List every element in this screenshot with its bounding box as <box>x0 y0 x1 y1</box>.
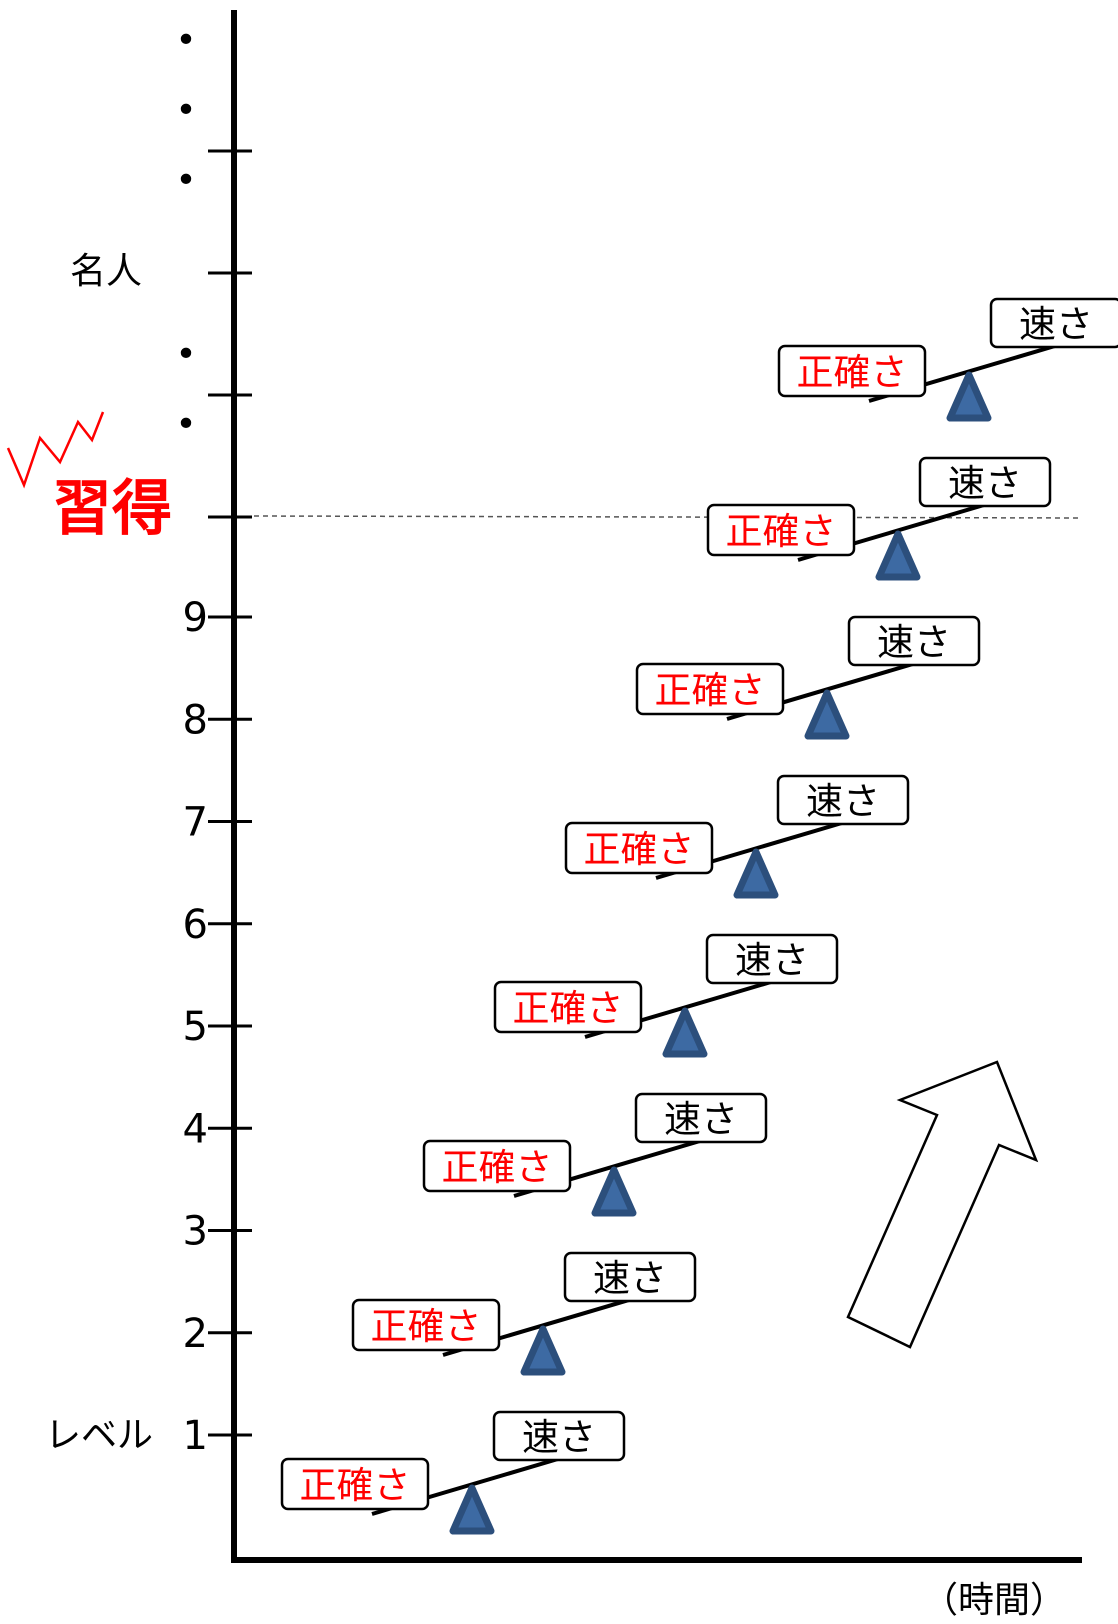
accuracy-box <box>706 503 856 557</box>
seesaw: 正確さ 速さ <box>706 456 1052 581</box>
y-tick-label: 4 <box>183 1106 208 1152</box>
expert-label: 名人 <box>70 251 142 292</box>
speed-label: 速さ <box>948 462 1022 505</box>
speed-box <box>776 774 910 826</box>
seesaw: 正確さ 速さ <box>635 615 981 740</box>
y-tick-label: 3 <box>183 1209 208 1255</box>
mastery-label: 習得 <box>52 474 172 544</box>
seesaw: 正確さ 速さ <box>777 297 1118 422</box>
triangle-fulcrum-icon <box>662 1007 708 1058</box>
y-tick-label: 1 <box>183 1413 208 1459</box>
y-tick-label: 9 <box>183 595 208 641</box>
speed-label: 速さ <box>664 1098 738 1141</box>
accuracy-box <box>564 821 714 875</box>
triangle-fulcrum-icon <box>946 371 992 422</box>
seesaw: 正確さ 速さ <box>280 1410 626 1535</box>
accuracy-label: 正確さ <box>300 1464 411 1507</box>
accuracy-box <box>280 1457 430 1511</box>
triangle-fulcrum-icon <box>449 1484 495 1535</box>
y-tick-label: 7 <box>183 800 208 846</box>
accuracy-box <box>422 1139 572 1193</box>
speed-label: 速さ <box>735 939 809 982</box>
accuracy-label: 正確さ <box>584 828 695 871</box>
up-right-arrow-icon <box>846 1060 1039 1349</box>
seesaw: 正確さ 速さ <box>493 933 839 1058</box>
accuracy-box <box>351 1298 501 1352</box>
speed-label: 速さ <box>877 621 951 664</box>
y-tick-label: 5 <box>183 1004 208 1050</box>
speed-box <box>563 1251 697 1303</box>
triangle-fulcrum-icon <box>733 848 779 899</box>
accuracy-label: 正確さ <box>797 351 908 394</box>
speed-box <box>918 456 1052 508</box>
speed-box <box>705 933 839 985</box>
speed-box <box>492 1410 626 1462</box>
ellipsis-dot: • <box>175 20 196 61</box>
y-tick-label: 2 <box>183 1311 208 1357</box>
accuracy-label: 正確さ <box>655 669 766 712</box>
y-tick-label: 8 <box>183 697 208 743</box>
speed-box <box>989 297 1118 349</box>
speed-label: 速さ <box>522 1416 596 1459</box>
accuracy-label: 正確さ <box>513 987 624 1030</box>
accuracy-box <box>777 344 927 398</box>
accuracy-box <box>493 980 643 1034</box>
triangle-fulcrum-icon <box>520 1325 566 1376</box>
speed-box <box>847 615 981 667</box>
triangle-fulcrum-icon <box>591 1166 637 1217</box>
ellipsis-dot: • <box>175 160 196 201</box>
speed-label: 速さ <box>806 780 880 823</box>
accuracy-box <box>635 662 785 716</box>
seesaw: 正確さ 速さ <box>422 1092 768 1217</box>
x-axis-label: （時間） <box>922 1580 1066 1621</box>
level-prefix-label: レベル <box>45 1415 153 1456</box>
zigzag-spark-icon <box>6 411 105 489</box>
seesaw: 正確さ 速さ <box>351 1251 697 1376</box>
mastery-dashed-line <box>253 515 1079 519</box>
y-tick-label: 6 <box>183 902 208 948</box>
speed-label: 速さ <box>1019 303 1093 346</box>
speed-box <box>634 1092 768 1144</box>
seesaw: 正確さ 速さ <box>564 774 910 899</box>
y-tick-group: 1 2 3 4 5 6 7 8 9 <box>183 595 252 1459</box>
ellipsis-dot: • <box>175 334 196 375</box>
accuracy-label: 正確さ <box>726 510 837 553</box>
speed-label: 速さ <box>593 1257 667 1300</box>
triangle-fulcrum-icon <box>804 689 850 740</box>
triangle-fulcrum-icon <box>875 530 921 581</box>
ellipsis-dot: • <box>175 90 196 131</box>
accuracy-label: 正確さ <box>371 1305 482 1348</box>
ellipsis-dot: • <box>175 404 196 445</box>
accuracy-label: 正確さ <box>442 1146 553 1189</box>
